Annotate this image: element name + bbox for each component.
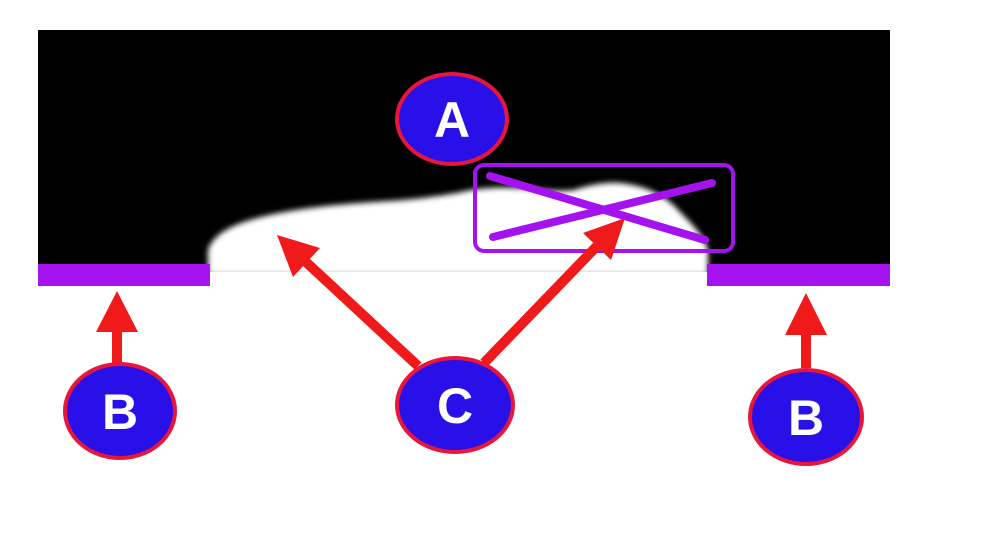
marker-b-right-label: B [788, 390, 824, 446]
marker-b-left: B [63, 362, 177, 460]
arrow-b-right-icon [785, 293, 827, 368]
arrow-b-left-icon [96, 291, 138, 363]
x-mark-icon [486, 172, 716, 244]
edge-bar-left [38, 264, 210, 286]
marker-a: A [395, 72, 509, 166]
arrow-c-left-icon [277, 235, 422, 370]
marker-c: C [395, 356, 515, 454]
marker-c-label: C [437, 378, 473, 434]
edge-bar-right [707, 264, 890, 286]
arrow-c-right-icon [480, 218, 625, 367]
marker-b-left-label: B [102, 384, 138, 440]
marker-a-label: A [434, 92, 470, 148]
marker-b-right: B [748, 368, 864, 466]
